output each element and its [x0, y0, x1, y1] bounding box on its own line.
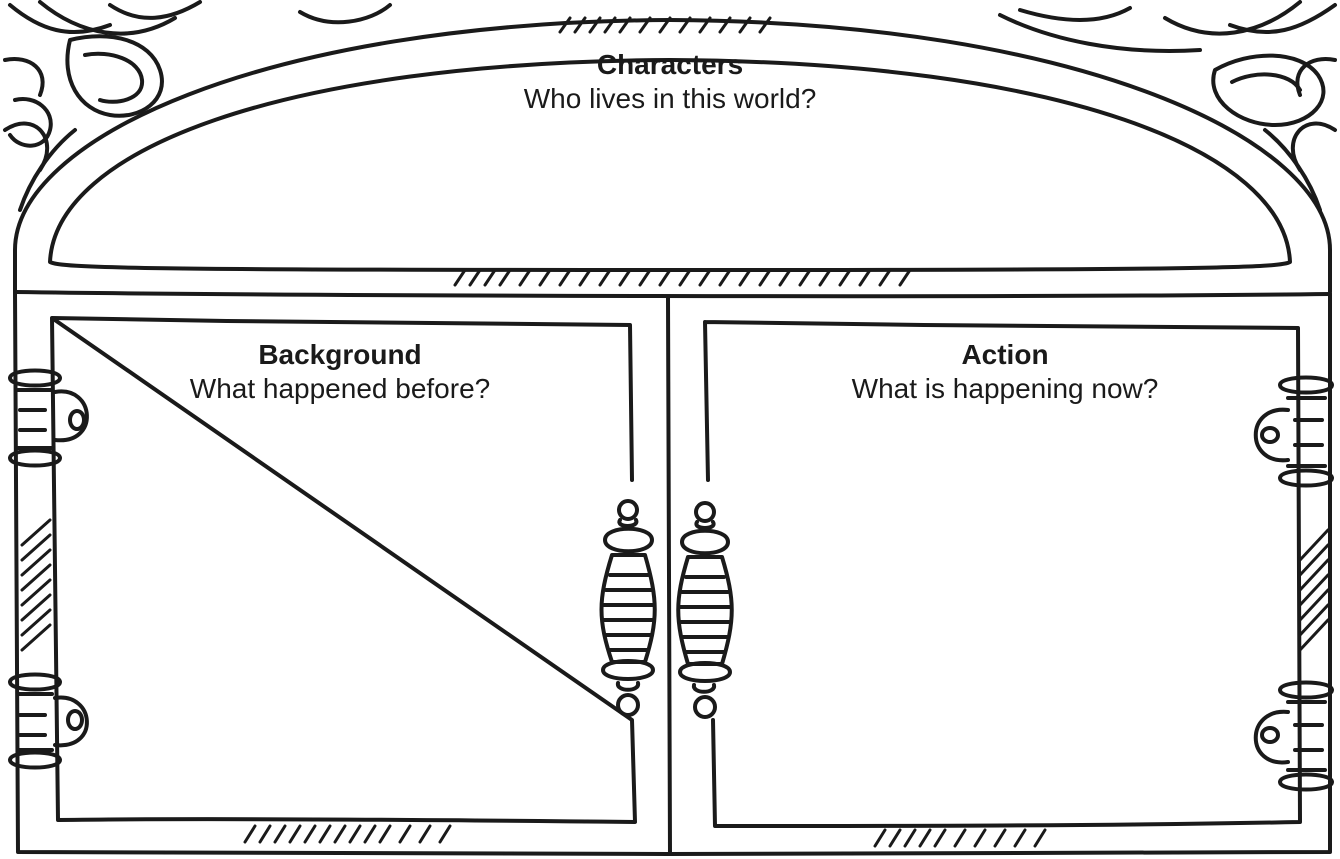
- corner-decoration-left: [5, 2, 390, 210]
- background-title: Background: [110, 338, 570, 372]
- background-prompt: What happened before?: [110, 372, 570, 406]
- characters-prompt: Who lives in this world?: [470, 82, 870, 116]
- action-prompt: What is happening now?: [775, 372, 1235, 406]
- action-title: Action: [775, 338, 1235, 372]
- characters-label: Characters Who lives in this world?: [470, 48, 870, 115]
- background-label: Background What happened before?: [110, 338, 570, 405]
- hatching-sides: [22, 520, 1328, 650]
- horizontal-rail: [15, 292, 1330, 296]
- handle-right: [678, 503, 732, 717]
- hinge-right-lower: [1256, 683, 1332, 790]
- handle-left: [602, 501, 655, 715]
- action-label: Action What is happening now?: [775, 338, 1235, 405]
- hinge-left-lower: [10, 675, 87, 768]
- characters-title: Characters: [470, 48, 870, 82]
- center-divider: [668, 298, 670, 854]
- hatching-bottom: [245, 826, 1045, 846]
- hinge-left-upper: [10, 371, 87, 466]
- corner-decoration-right: [1000, 2, 1335, 210]
- hinge-right-upper: [1256, 378, 1332, 486]
